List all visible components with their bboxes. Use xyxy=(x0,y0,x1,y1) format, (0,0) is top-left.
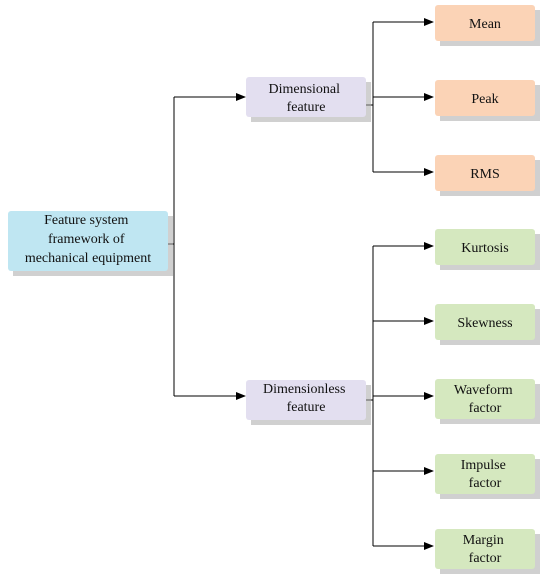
root-label-line-3: mechanical equipment xyxy=(25,251,151,266)
leaf-waveform-label-line-1: Waveform xyxy=(454,383,513,398)
svg-text:Dimensionless feature: Dimensionless feature xyxy=(263,382,349,415)
leaf-kurtosis: Kurtosis xyxy=(435,229,540,270)
svg-text:Margin factor: Margin factor xyxy=(463,533,507,566)
svg-text:Impulse factor: Impulse factor xyxy=(461,458,510,491)
dimensionless-label-line-1: Dimensionless xyxy=(263,382,345,397)
dimensional-node-box xyxy=(246,77,366,117)
svg-text:Peak: Peak xyxy=(471,92,498,107)
leaf-peak-label: Peak xyxy=(471,92,498,107)
leaf-rms: RMS xyxy=(435,155,540,196)
leaf-kurtosis-label: Kurtosis xyxy=(461,241,508,256)
svg-text:Mean: Mean xyxy=(469,17,501,32)
svg-text:RMS: RMS xyxy=(470,167,500,182)
svg-text:Kurtosis: Kurtosis xyxy=(461,241,508,256)
leaf-rms-label: RMS xyxy=(470,167,500,182)
svg-text:Dimensional feature: Dimensional feature xyxy=(268,82,343,115)
svg-text:Skewness: Skewness xyxy=(457,316,512,331)
leaf-skewness-box xyxy=(435,304,535,340)
dimensionless-node: Dimensionless feature xyxy=(246,380,371,425)
root-label-line-1: Feature system xyxy=(44,213,128,228)
dimensionless-label-line-2: feature xyxy=(287,400,326,415)
leaf-impulse-factor: Impulse factor xyxy=(435,454,540,499)
leaf-kurtosis-box xyxy=(435,229,535,265)
leaf-margin-label-line-1: Margin xyxy=(463,533,504,548)
root-node-box xyxy=(8,211,168,271)
leaf-impulse-box xyxy=(435,454,535,494)
leaf-impulse-label-line-1: Impulse xyxy=(461,458,506,473)
dimensional-label-line-2: feature xyxy=(287,100,326,115)
dimensional-label-line-1: Dimensional xyxy=(268,82,340,97)
leaf-margin-box xyxy=(435,529,535,569)
leaf-mean: Mean xyxy=(435,5,540,46)
leaf-rms-box xyxy=(435,155,535,191)
leaf-peak-box xyxy=(435,80,535,116)
leaf-margin-factor: Margin factor xyxy=(435,529,540,574)
root-label-line-2: framework of xyxy=(48,232,125,247)
leaf-skewness: Skewness xyxy=(435,304,540,345)
leaf-margin-label-line-2: factor xyxy=(469,551,502,566)
leaf-peak: Peak xyxy=(435,80,540,121)
dimensionless-node-box xyxy=(246,380,366,420)
leaf-waveform-box xyxy=(435,379,535,419)
root-node: Feature system framework of mechanical e… xyxy=(8,211,173,276)
svg-text:Waveform factor: Waveform factor xyxy=(454,383,516,416)
leaf-skewness-label: Skewness xyxy=(457,316,512,331)
leaf-impulse-label-line-2: factor xyxy=(469,476,502,491)
svg-text:Feature system framework: Feature system framework of mechanical e… xyxy=(25,213,151,266)
dimensional-node: Dimensional feature xyxy=(246,77,371,122)
leaf-mean-label: Mean xyxy=(469,17,501,32)
leaf-waveform-label-line-2: factor xyxy=(469,401,502,416)
leaf-waveform-factor: Waveform factor xyxy=(435,379,540,424)
connectors xyxy=(168,18,434,550)
leaf-mean-box xyxy=(435,5,535,41)
